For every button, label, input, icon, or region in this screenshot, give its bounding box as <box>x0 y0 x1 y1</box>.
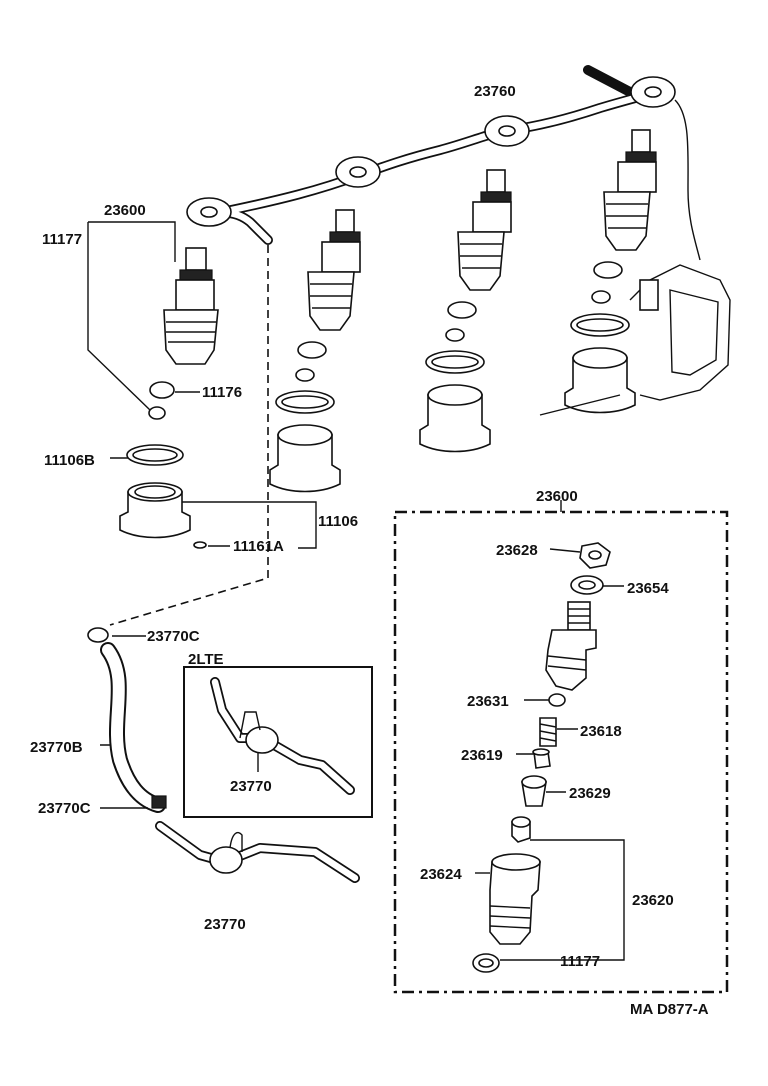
label-leakage-pipe-inset: 23770 <box>230 778 272 795</box>
label-spring-23618: 23618 <box>580 723 622 740</box>
inset-2lte <box>183 666 373 818</box>
label-seat-11176: 11176 <box>202 384 242 401</box>
label-washer-23654: 23654 <box>627 580 669 597</box>
label-nozzle-23620: 23620 <box>632 892 674 909</box>
label-gasket-11177-top: 11177 <box>42 231 82 248</box>
label-body-23624: 23624 <box>420 866 462 883</box>
label-pin-11161a: 11161A <box>233 538 284 555</box>
leader-lines-left <box>87 221 317 549</box>
leader-lines-hose <box>100 635 148 809</box>
leakage-hose-assembly <box>87 627 360 883</box>
label-holder-11106: 11106 <box>318 513 358 530</box>
label-hose-23770b: 23770B <box>30 739 83 756</box>
document-code: MA D877-A <box>630 1001 709 1018</box>
label-nut-23628: 23628 <box>496 542 538 559</box>
label-ring-11106b: 11106B <box>44 452 95 469</box>
label-injection-pipe: 23760 <box>474 83 516 100</box>
injector-left <box>148 247 219 420</box>
label-clamp-23770c-top: 23770C <box>147 628 200 645</box>
inset-title: 2LTE <box>188 651 224 668</box>
label-nozzle-holder-assy: 23600 <box>104 202 146 219</box>
label-clamp-23770c-bottom: 23770C <box>38 800 91 817</box>
holder-left <box>119 444 207 549</box>
injector-2 <box>269 209 361 493</box>
label-gasket-11177-box: 11177 <box>560 953 600 970</box>
label-seat-23619: 23619 <box>461 747 503 764</box>
label-spacer-23629: 23629 <box>569 785 611 802</box>
injector-4-and-head <box>539 129 731 416</box>
label-leakage-pipe: 23770 <box>204 916 246 933</box>
injection-pipe-23760 <box>186 65 701 261</box>
exploded-box <box>393 500 729 994</box>
routing-dash-line <box>109 245 269 626</box>
label-nozzle-holder-assy-box: 23600 <box>536 488 578 505</box>
label-pin-23631: 23631 <box>467 693 509 710</box>
injector-3 <box>419 169 512 453</box>
